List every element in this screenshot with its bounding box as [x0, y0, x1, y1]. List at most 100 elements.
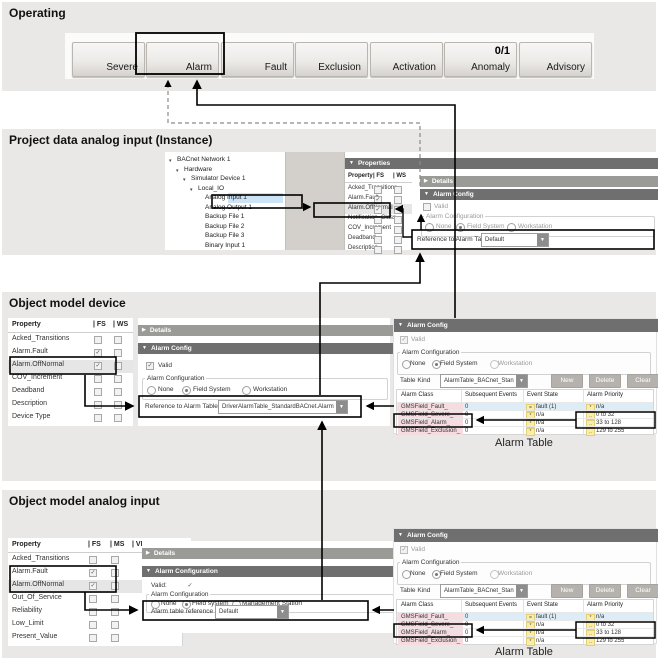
alarm-config-header-bar[interactable]: ▼Alarm Config: [394, 529, 658, 542]
properties-header-bar[interactable]: ▼Properties: [345, 158, 658, 169]
property-checkbox-fs[interactable]: [374, 226, 382, 234]
property-checkbox-ws[interactable]: [394, 216, 402, 224]
radio-field-system[interactable]: [432, 360, 441, 369]
valid-checkbox[interactable]: [423, 203, 431, 211]
details-header-bar[interactable]: ▶Details: [420, 176, 658, 187]
property-row-alarm-fault[interactable]: Alarm.Fault: [8, 347, 133, 360]
property-row-alarm-fault[interactable]: Alarm.Fault: [345, 194, 412, 204]
operating-button-fault[interactable]: Fault: [221, 42, 294, 77]
alarm-configuration-header-bar[interactable]: ▼Alarm Configuration: [142, 566, 399, 577]
valid-checkbox[interactable]: [186, 582, 194, 590]
property-row-acked-transitions[interactable]: Acked_Transitions: [8, 554, 191, 567]
property-row-alarm-offnormal[interactable]: Alarm.OffNormal: [8, 360, 133, 373]
property-checkbox-ms[interactable]: [111, 608, 119, 616]
radio-none[interactable]: [425, 223, 434, 232]
property-checkbox-fs[interactable]: [94, 388, 102, 396]
property-row-present-value[interactable]: Present_Value: [8, 632, 191, 645]
radio-workstation[interactable]: [490, 570, 499, 579]
property-checkbox-ms[interactable]: [111, 595, 119, 603]
new-button[interactable]: New: [551, 374, 583, 388]
table-kind-dropdown[interactable]: AlarmTable_BACnet_Standard▼: [440, 584, 528, 598]
clear-button[interactable]: Clear: [627, 374, 658, 388]
tree-item-hardware[interactable]: ▾Hardware: [165, 165, 285, 175]
property-checkbox-fs[interactable]: [89, 569, 97, 577]
property-row-acked-transitions[interactable]: Acked_Transitions: [8, 334, 133, 347]
tree-item-backup-file-1[interactable]: Backup File 1: [165, 212, 285, 222]
alarm-config-header-bar[interactable]: ▼Alarm Config: [394, 319, 658, 332]
operating-button-advisory[interactable]: Advisory: [519, 42, 592, 77]
property-checkbox-fs[interactable]: [94, 349, 102, 357]
tree-item-analog-input-1[interactable]: Analog Input 1: [165, 193, 285, 203]
alarm-table-reference-dropdown[interactable]: Default ▼: [215, 605, 289, 619]
alarm-config-header-bar[interactable]: ▼Alarm Config: [420, 189, 658, 200]
property-checkbox-ws[interactable]: [394, 246, 402, 254]
property-checkbox-ws[interactable]: [394, 196, 402, 204]
reference-to-alarm-table-dropdown[interactable]: DriverAlarmTable_StandardBACnet.AlarmTab…: [218, 400, 348, 414]
new-button[interactable]: New: [551, 584, 583, 598]
dropdown-arrow-icon[interactable]: ▼: [537, 234, 548, 246]
property-row-acked-transitions[interactable]: Acked_Transitions: [345, 184, 412, 194]
property-checkbox-ws[interactable]: [394, 236, 402, 244]
valid-checkbox[interactable]: [400, 336, 408, 344]
dropdown-arrow-icon[interactable]: ▼: [516, 585, 527, 597]
property-checkbox-ms[interactable]: [111, 621, 119, 629]
alarm-table-row-gmsfield-fault-[interactable]: GMSField_Fault_0=fault (1)*n/a: [397, 402, 653, 412]
tree-item-simulator-device-1[interactable]: ▾Simulator Device 1: [165, 174, 285, 184]
property-checkbox-ws[interactable]: [114, 401, 122, 409]
property-checkbox-ws[interactable]: [114, 388, 122, 396]
property-checkbox-fs[interactable]: [89, 608, 97, 616]
table-kind-dropdown[interactable]: AlarmTable_BACnet_Standard▼: [440, 374, 528, 388]
operating-button-exclusion[interactable]: Exclusion: [295, 42, 368, 77]
clear-button[interactable]: Clear: [627, 584, 658, 598]
property-row-description[interactable]: Description: [345, 244, 412, 254]
radio-workstation[interactable]: [490, 360, 499, 369]
property-checkbox-ws[interactable]: [114, 362, 122, 370]
delete-button[interactable]: Delete: [589, 374, 621, 388]
property-checkbox-ms[interactable]: [111, 634, 119, 642]
property-checkbox-fs[interactable]: [89, 595, 97, 603]
property-checkbox-fs[interactable]: [94, 401, 102, 409]
valid-checkbox[interactable]: [146, 362, 154, 370]
property-row-low-limit[interactable]: Low_Limit: [8, 619, 191, 632]
operating-button-severe[interactable]: Severe: [72, 42, 145, 77]
property-checkbox-fs[interactable]: [94, 375, 102, 383]
property-checkbox-fs[interactable]: [374, 216, 382, 224]
radio-workstation[interactable]: [507, 223, 516, 232]
property-checkbox-fs[interactable]: [89, 634, 97, 642]
project-splitter[interactable]: [285, 152, 345, 250]
tree-item-backup-file-2[interactable]: Backup File 2: [165, 222, 285, 232]
radio-field-system[interactable]: [182, 386, 191, 395]
valid-checkbox[interactable]: [400, 546, 408, 554]
tree-item-local-io[interactable]: ▾Local_IO: [165, 184, 285, 194]
property-row-alarm-offnormal[interactable]: Alarm.OffNormal: [345, 204, 412, 214]
delete-button[interactable]: Delete: [589, 584, 621, 598]
alarm-table-row-gmsfield-exclusion-[interactable]: GMSField_Exclusion_0*n/a..129 to 255: [397, 636, 653, 646]
property-checkbox-ms[interactable]: [111, 556, 119, 564]
radio-workstation[interactable]: [242, 386, 251, 395]
property-row-notification-class[interactable]: Notification_Class: [345, 214, 412, 224]
property-checkbox-ws[interactable]: [114, 414, 122, 422]
radio-field-system[interactable]: [456, 223, 465, 232]
property-checkbox-fs[interactable]: [94, 362, 102, 370]
property-checkbox-fs[interactable]: [94, 414, 102, 422]
property-checkbox-fs[interactable]: [89, 621, 97, 629]
dropdown-arrow-icon[interactable]: ▼: [336, 401, 347, 413]
property-checkbox-ws[interactable]: [394, 206, 402, 214]
property-checkbox-fs[interactable]: [89, 556, 97, 564]
property-checkbox-fs[interactable]: [94, 336, 102, 344]
property-checkbox-fs[interactable]: [374, 186, 382, 194]
property-row-cov-increment[interactable]: COV_Increment: [345, 224, 412, 234]
operating-button-alarm[interactable]: Alarm: [146, 42, 219, 77]
tree-item-analog-output-1[interactable]: Analog Output 1: [165, 203, 285, 213]
property-checkbox-fs[interactable]: [89, 582, 97, 590]
operating-button-activation[interactable]: Activation: [370, 42, 443, 77]
tree-item-binary-input-1[interactable]: Binary Input 1: [165, 241, 285, 251]
property-checkbox-fs[interactable]: [374, 206, 382, 214]
tree-item-bacnet-network-1[interactable]: ▾BACnet Network 1: [165, 155, 285, 165]
property-checkbox-ms[interactable]: [111, 569, 119, 577]
tree-expander-icon[interactable]: ▾: [190, 186, 193, 193]
dropdown-arrow-icon[interactable]: ▼: [516, 375, 527, 387]
property-checkbox-fs[interactable]: [374, 246, 382, 254]
alarm-table-row-gmsfield-fault-[interactable]: GMSField_Fault_0=fault (1)*n/a: [397, 612, 653, 622]
property-row-description[interactable]: Description: [8, 399, 133, 412]
